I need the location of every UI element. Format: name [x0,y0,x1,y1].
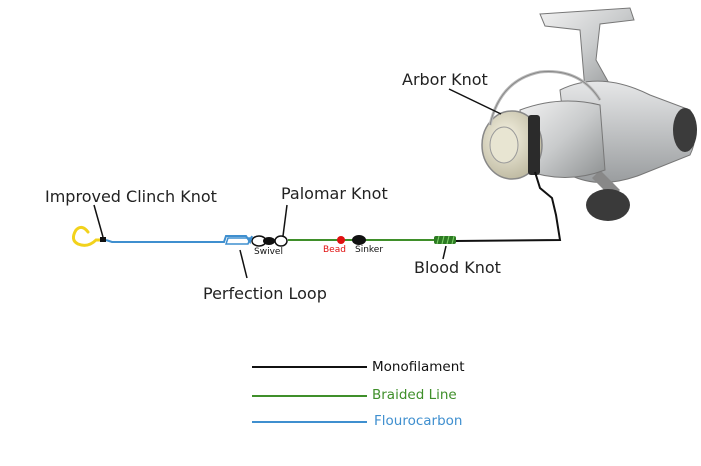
perfection-loop-label: Perfection Loop [203,284,327,303]
blood-knot-pointer [442,245,447,260]
bead [337,236,345,244]
legend-flourocarbon: Flourocarbon [374,413,463,429]
palomar-pointer [282,204,288,237]
spinning-reel [481,7,697,221]
improved-clinch-pointer [93,204,104,238]
bead-label: Bead [323,245,346,255]
fluorocarbon-line [105,235,253,245]
arbor-knot-pointer [448,88,502,115]
perfection-loop-pointer [239,249,248,279]
perfection-loop [224,237,252,245]
sinker [352,235,366,245]
blood-knot [434,235,456,245]
blood-knot-label: Blood Knot [414,258,501,277]
monofilament-line [454,171,562,242]
hook [71,225,106,247]
legend-monofilament: Monofilament [372,359,465,375]
arbor-knot-label: Arbor Knot [402,70,488,89]
palomar-knot-label: Palomar Knot [281,184,388,203]
improved-clinch-knot-label: Improved Clinch Knot [45,187,217,206]
sinker-label: Sinker [355,245,384,255]
swivel [251,235,288,247]
swivel-label: Swivel [254,247,283,257]
legend-braided-line: Braided Line [372,387,457,403]
